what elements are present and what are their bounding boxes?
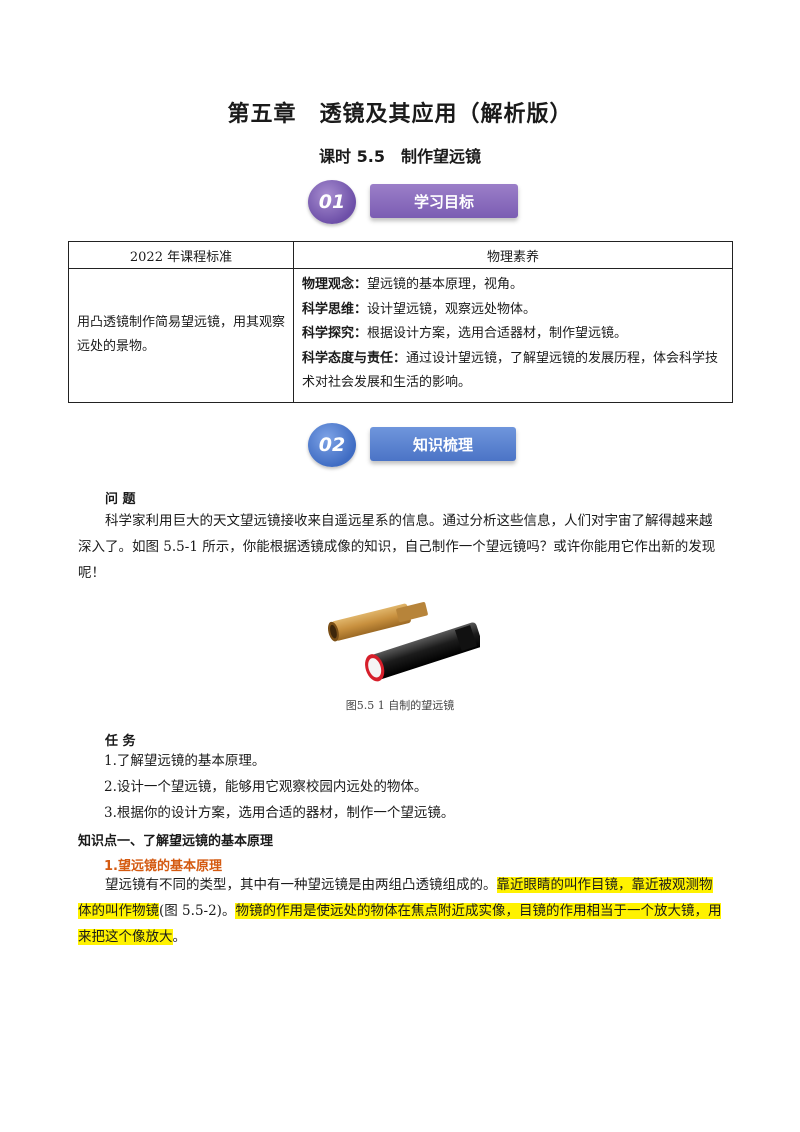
section-title: 知识梳理 (370, 427, 516, 461)
knowledge-paragraph: 望远镜有不同的类型，其中有一种望远镜是由两组凸透镜组成的。靠近眼睛的叫作目镜，靠… (78, 872, 723, 950)
task-item: 1.了解望远镜的基本原理。 (104, 753, 266, 769)
paragraph-text: 望远镜有不同的类型，其中有一种望远镜是由两组凸透镜组成的。 (105, 877, 497, 893)
literacy-key: 科学探究： (302, 326, 368, 341)
telescope-image (328, 602, 480, 682)
knowledge-subheading: 1.望远镜的基本原理 (104, 859, 222, 874)
literacy-cell: 物理观念：望远镜的基本原理，视角。 科学思维：设计望远镜，观察远处物体。 科学探… (293, 268, 733, 403)
literacy-text: 通过设计望远镜，了解望远镜的发展历程，体会科学技术对社会发展和生活的影响。 (302, 350, 719, 391)
table-row: 用凸透镜制作简易望远镜，用其观察远处的景物。 物理观念：望远镜的基本原理，视角。… (68, 268, 733, 403)
table-header-standard: 2022 年课程标准 (68, 241, 294, 269)
section-number-badge: 02 (308, 423, 356, 467)
literacy-line: 科学思维：设计望远镜，观察远处物体。 (302, 298, 726, 323)
question-heading: 问 题 (105, 492, 136, 507)
literacy-line: 科学探究：根据设计方案，选用合适器材，制作望远镜。 (302, 322, 726, 347)
literacy-key: 科学态度与责任： (302, 350, 407, 366)
paragraph-text: (图 5.5-2)。 (159, 903, 236, 919)
knowledge-point-heading: 知识点一、了解望远镜的基本原理 (78, 834, 274, 849)
literacy-key: 科学思维： (302, 301, 368, 317)
task-item: 2.设计一个望远镜，能够用它观察校园内远处的物体。 (104, 779, 428, 795)
task-heading: 任 务 (105, 734, 136, 749)
lesson-title: 课时 5.5 制作望远镜 (319, 147, 481, 166)
chapter-title: 第五章 透镜及其应用（解析版） (227, 102, 573, 127)
task-item: 3.根据你的设计方案，选用合适的器材，制作一个望远镜。 (104, 805, 455, 821)
literacy-line: 物理观念：望远镜的基本原理，视角。 (302, 273, 726, 298)
paragraph-text: 。 (172, 929, 187, 945)
literacy-line: 科学态度与责任：通过设计望远镜，了解望远镜的发展历程，体会科学技术对社会发展和生… (302, 347, 726, 396)
literacy-text: 设计望远镜，观察远处物体。 (367, 301, 537, 317)
standard-cell: 用凸透镜制作简易望远镜，用其观察远处的景物。 (68, 268, 294, 403)
question-paragraph: 科学家利用巨大的天文望远镜接收来自遥远星系的信息。通过分析这些信息，人们对宇宙了… (78, 513, 716, 581)
figure-caption: 图5.5 1 自制的望远镜 (345, 699, 455, 712)
table-header-row: 2022 年课程标准 物理素养 (68, 241, 733, 269)
section-number-badge: 01 (308, 180, 356, 224)
literacy-text: 根据设计方案，选用合适器材，制作望远镜。 (367, 326, 628, 341)
standards-table: 2022 年课程标准 物理素养 用凸透镜制作简易望远镜，用其观察远处的景物。 物… (68, 241, 733, 403)
table-header-literacy: 物理素养 (293, 241, 733, 269)
literacy-text: 望远镜的基本原理，视角。 (367, 277, 524, 292)
section-title: 学习目标 (370, 184, 518, 218)
literacy-key: 物理观念： (302, 277, 368, 292)
